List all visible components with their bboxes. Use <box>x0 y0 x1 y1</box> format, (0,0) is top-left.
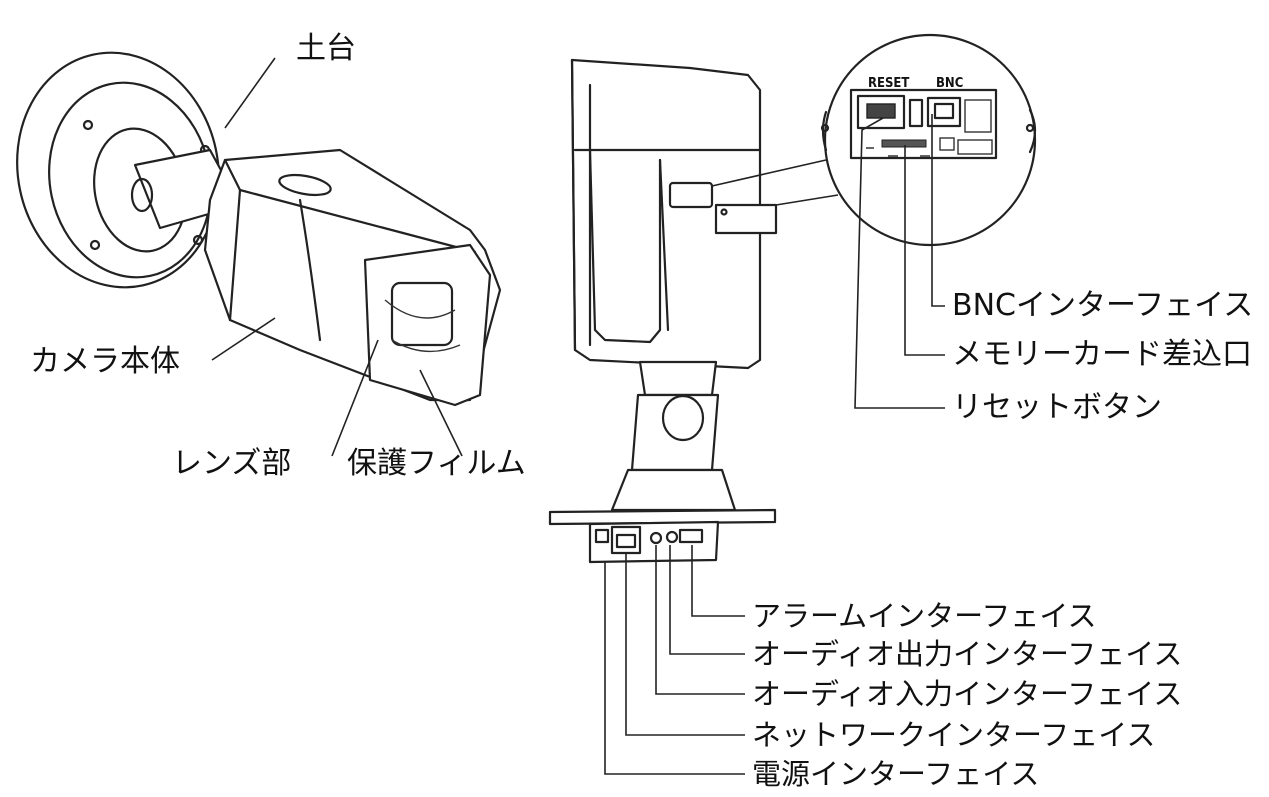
label-power-interface: 電源インターフェイス <box>752 757 1040 791</box>
audio-in-jack <box>665 530 679 544</box>
reset-button-graphic <box>866 103 896 119</box>
label-audio-out-interface: オーディオ出力インターフェイス <box>752 637 1183 671</box>
label-alarm-interface: アラームインターフェイス <box>752 599 1097 633</box>
label-audio-in-interface: オーディオ入力インターフェイス <box>752 677 1183 711</box>
bullet-camera-illustration <box>16 51 502 407</box>
detail-magnifier: RESET BNC <box>820 33 1037 247</box>
label-protective-film: 保護フィルム <box>347 446 526 481</box>
lens-window <box>390 281 454 347</box>
bnc-panel-label: BNC <box>936 76 963 91</box>
label-memory-card-slot: メモリーカード差込口 <box>952 337 1252 372</box>
label-bnc-interface: BNCインターフェイス <box>952 288 1254 323</box>
label-network-interface: ネットワークインターフェイス <box>752 718 1156 752</box>
label-reset-button: リセットボタン <box>952 390 1162 425</box>
reset-panel-label: RESET <box>868 76 909 91</box>
label-camera-body: カメラ本体 <box>30 344 180 379</box>
audio-out-jack <box>649 531 663 545</box>
alarm-terminal <box>678 528 704 544</box>
memory-card-slot-graphic <box>881 139 927 148</box>
label-lens: レンズ部 <box>172 446 292 481</box>
camera-side-view <box>548 58 778 564</box>
label-base: 土台 <box>296 31 356 66</box>
